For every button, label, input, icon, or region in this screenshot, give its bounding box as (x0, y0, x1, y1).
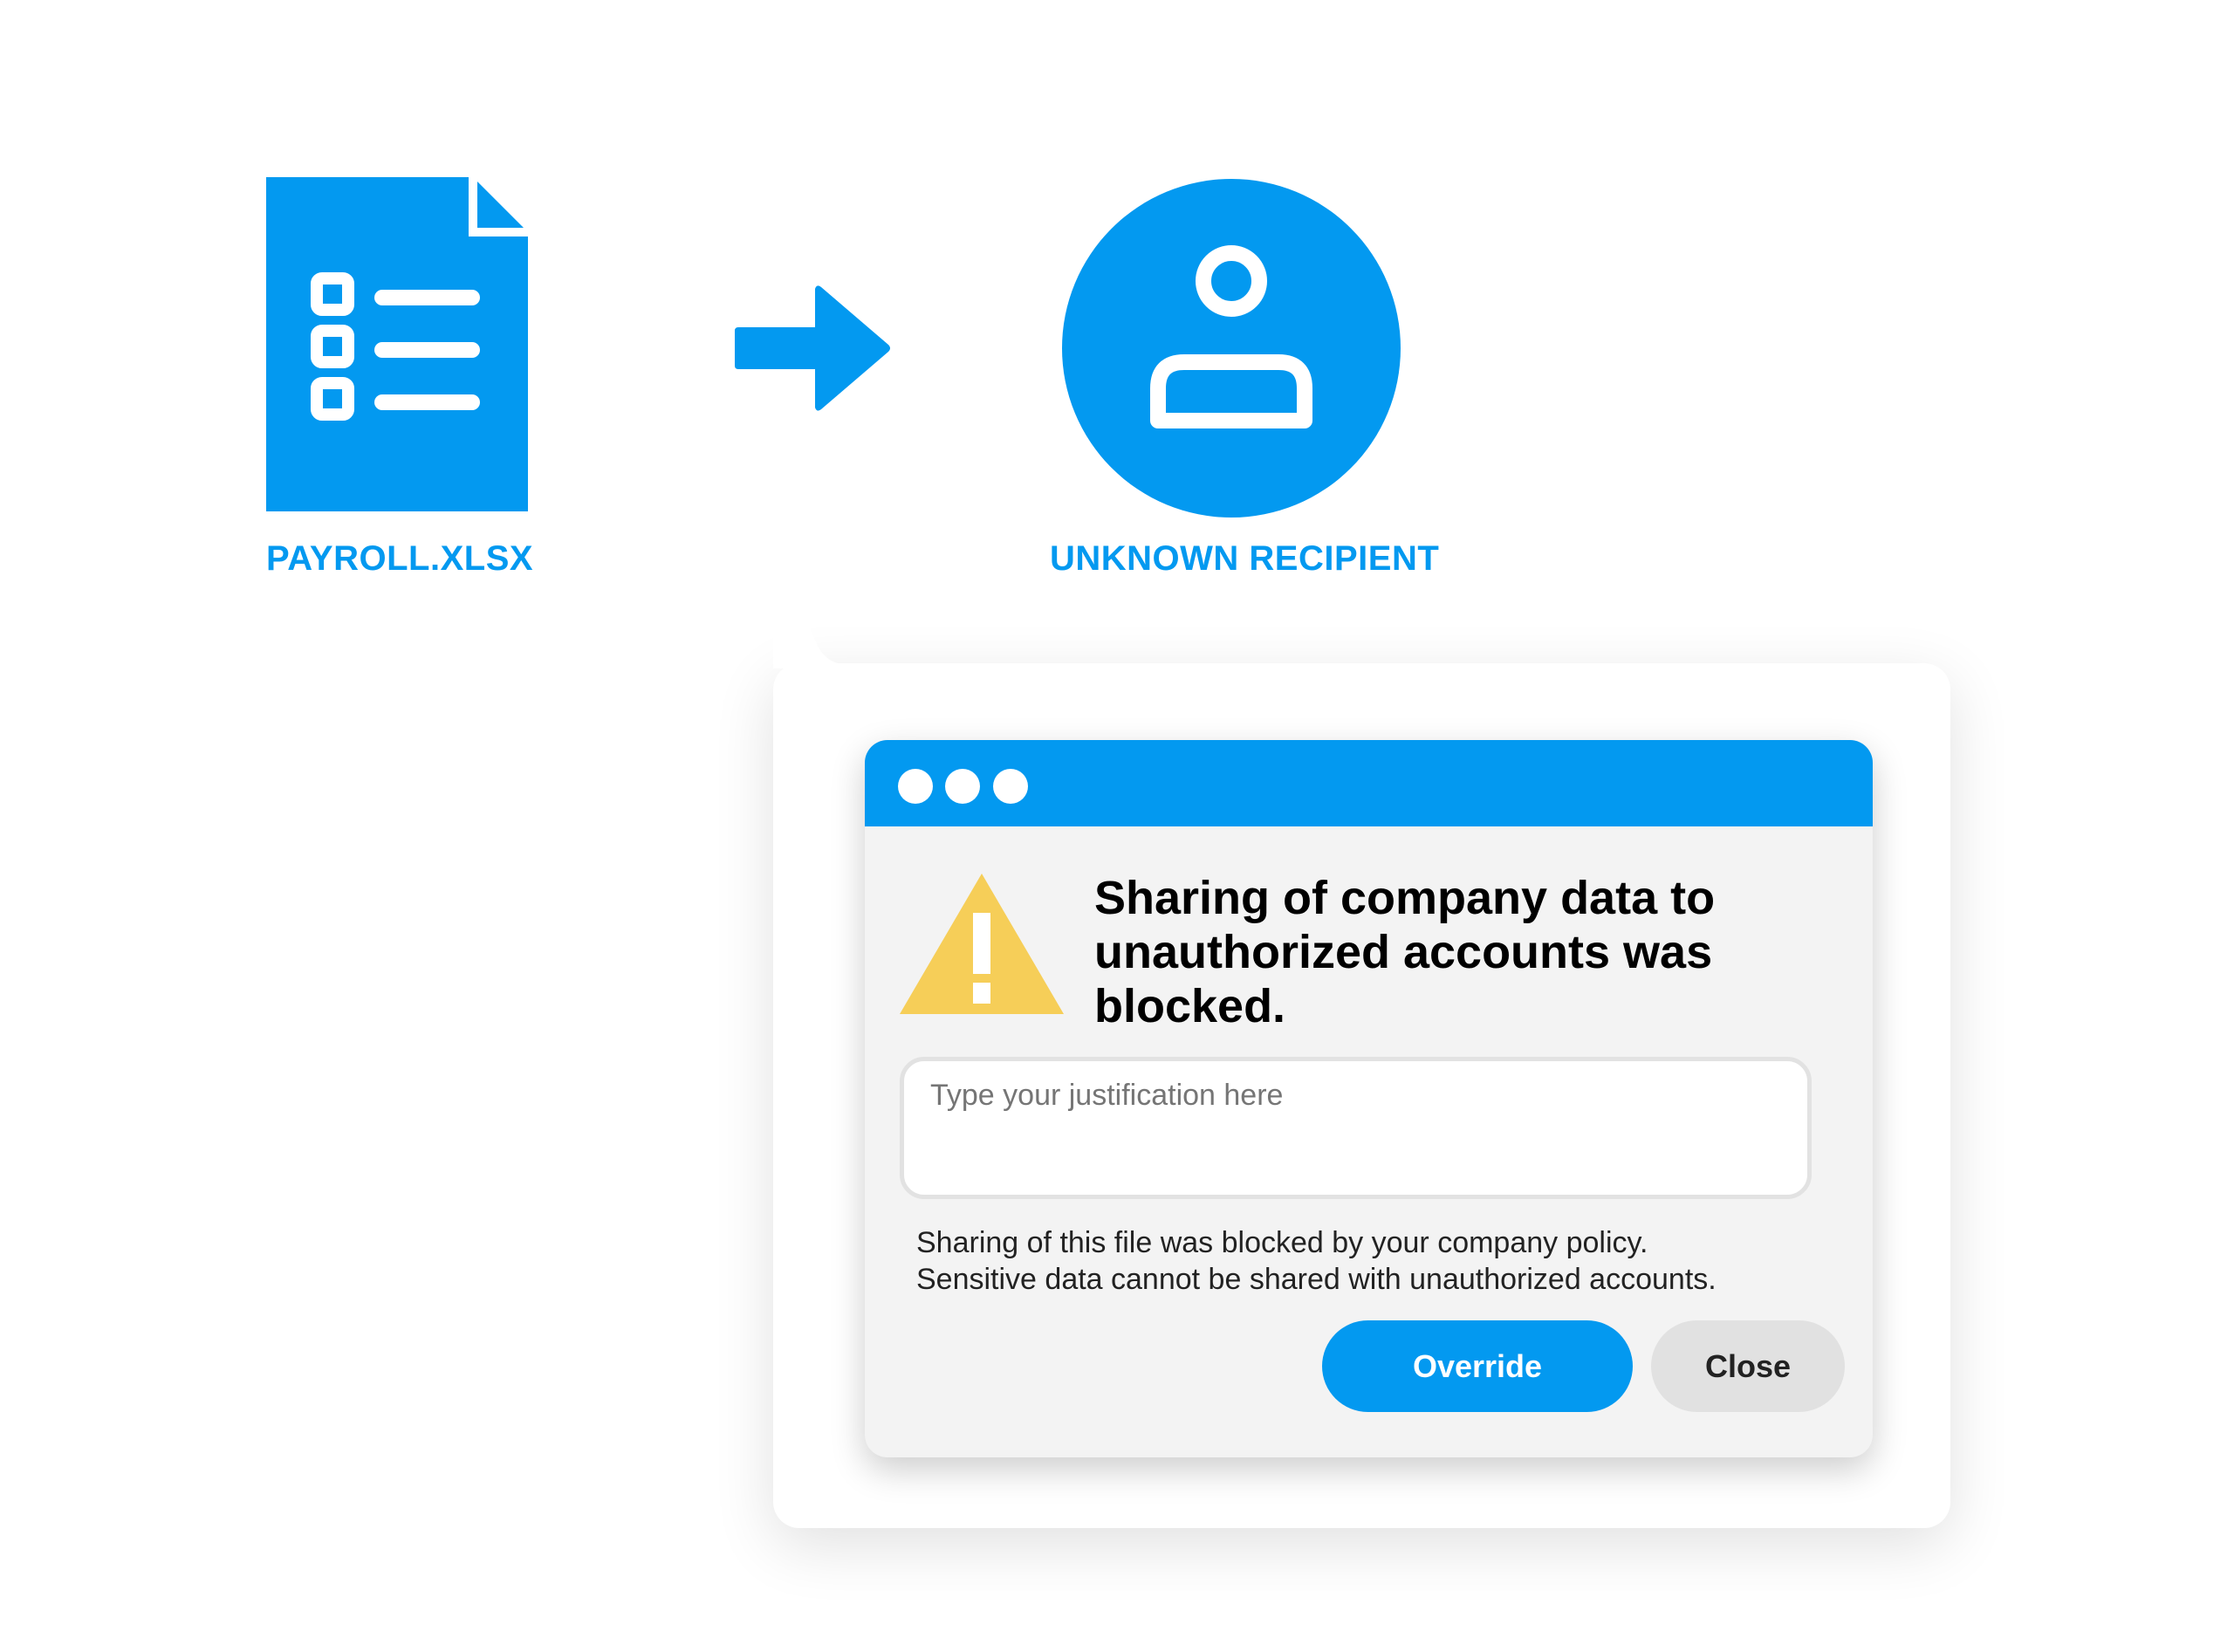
speech-bubble-tail (773, 548, 864, 668)
close-button[interactable]: Close (1651, 1320, 1845, 1412)
dialog-title-bar (865, 740, 1873, 826)
description-line: Sharing of this file was blocked by your… (916, 1226, 1648, 1259)
window-dot-icon (898, 769, 933, 804)
justification-input[interactable] (900, 1057, 1812, 1199)
warning-triangle-icon (900, 874, 1064, 1014)
window-dot-icon (945, 769, 980, 804)
spreadsheet-document-icon (266, 177, 528, 511)
arrow-right-icon (735, 285, 890, 411)
file-name-label: PAYROLL.XLSX (266, 539, 534, 578)
recipient-name-label: UNKNOWN RECIPIENT (1050, 539, 1440, 578)
dialog-title: Sharing of company data to unauthorized … (1094, 872, 1716, 1032)
blocked-sharing-dialog: Sharing of company data to unauthorized … (865, 740, 1873, 1457)
override-button[interactable]: Override (1322, 1320, 1633, 1412)
dialog-description: Sharing of this file was blocked by your… (916, 1224, 1717, 1298)
window-dot-icon (993, 769, 1028, 804)
description-line: Sensitive data cannot be shared with una… (916, 1263, 1717, 1296)
user-icon (1062, 179, 1401, 518)
